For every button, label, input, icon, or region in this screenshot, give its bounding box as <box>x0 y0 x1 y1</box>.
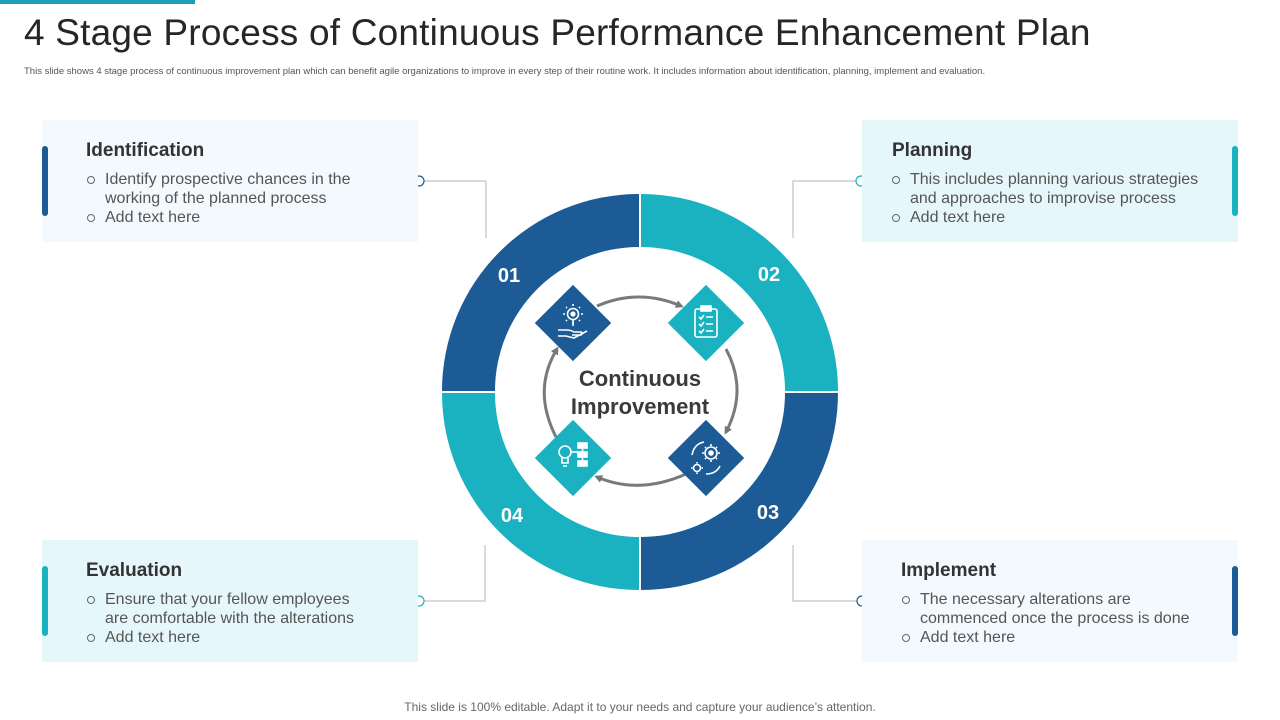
top-accent-bar <box>0 0 195 4</box>
ring-segment-02 <box>641 194 838 391</box>
page-subtitle: This slide shows 4 stage process of cont… <box>24 66 986 77</box>
stage-number-01: 01 <box>498 265 520 287</box>
bullet-item: Add text here <box>891 208 1211 227</box>
card-accent-bar <box>42 566 48 636</box>
diamond-icon-03 <box>667 419 745 497</box>
stage-card-identification: Identification Identify prospective chan… <box>42 120 418 242</box>
stage-card-evaluation: Evaluation Ensure that your fellow emplo… <box>42 540 418 662</box>
connector-lines <box>424 180 857 602</box>
cycle-arrow-bottom <box>594 472 687 487</box>
bullet-item: Ensure that your fellow employees are co… <box>86 590 376 628</box>
bullet-item: This includes planning various strategie… <box>891 170 1211 208</box>
card-title: Evaluation <box>86 560 183 581</box>
connector-03 <box>792 545 857 602</box>
stage-card-planning: Planning This includes planning various … <box>862 120 1238 242</box>
connector-01 <box>424 180 487 238</box>
card-title: Planning <box>892 140 973 161</box>
card-accent-bar <box>1232 566 1238 636</box>
card-bullets: This includes planning various strategie… <box>891 170 1211 227</box>
cycle-arrows <box>542 295 739 487</box>
bullet-item: Add text here <box>86 628 376 647</box>
cycle-arrow-left <box>542 346 559 438</box>
card-accent-bar <box>1232 146 1238 216</box>
diamond-icon-01 <box>534 284 612 362</box>
ring-segment-01 <box>442 194 639 391</box>
card-title: Implement <box>901 560 997 581</box>
card-bullets: The necessary alterations are commenced … <box>901 590 1191 647</box>
stage-card-implement: Implement The necessary alterations are … <box>862 540 1238 662</box>
clipboard-checklist-icon <box>694 305 718 338</box>
gears-cycle-icon <box>691 441 721 475</box>
card-accent-bar <box>42 146 48 216</box>
card-bullets: Ensure that your fellow employees are co… <box>86 590 376 647</box>
diamond-icon-02 <box>667 284 745 362</box>
ring-segment-04 <box>442 393 639 590</box>
bulb-flowchart-icon <box>558 442 588 467</box>
center-label-line1: Continuous <box>579 366 701 391</box>
bullet-item: Add text here <box>86 208 376 227</box>
connector-04 <box>424 545 486 602</box>
connector-02 <box>792 180 856 238</box>
cycle-arrow-top <box>596 295 684 308</box>
center-label-line2: Improvement <box>571 394 710 419</box>
bullet-item: Identify prospective chances in the work… <box>86 170 376 208</box>
page-title: 4 Stage Process of Continuous Performanc… <box>24 12 1091 53</box>
stage-number-04: 04 <box>501 505 524 527</box>
cycle-arrow-right <box>724 348 739 435</box>
ring-segment-03 <box>641 393 838 590</box>
bullet-item: Add text here <box>901 628 1191 647</box>
card-title: Identification <box>86 140 205 161</box>
stage-number-03: 03 <box>757 502 779 524</box>
diamond-icon-04 <box>534 419 612 497</box>
hand-gear-icon <box>558 304 588 339</box>
bullet-item: The necessary alterations are commenced … <box>901 590 1191 628</box>
card-bullets: Identify prospective chances in the work… <box>86 170 376 227</box>
stage-number-02: 02 <box>758 264 780 286</box>
footer-note: This slide is 100% editable. Adapt it to… <box>404 700 876 714</box>
